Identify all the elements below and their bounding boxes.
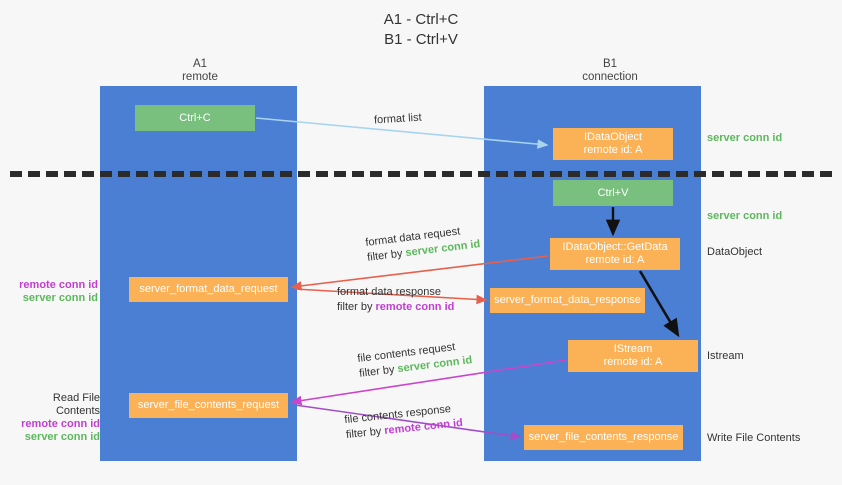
label-istream: Istream (707, 350, 744, 362)
flow-label-file-contents-request: file contents request filter by server c… (357, 338, 474, 382)
flow-label-format-data-request: format data request filter by server con… (365, 222, 482, 266)
flow-label-format-list-text: format list (373, 111, 422, 127)
label-conn-ids-format: remote conn id server conn id (8, 279, 98, 305)
label-write-file-contents: Write File Contents (707, 432, 801, 444)
title-line-1: A1 - Ctrl+C (383, 11, 459, 28)
box-server-file-contents-request[interactable]: server_file_contents_request (129, 393, 288, 418)
flow-label-file-contents-response: file contents response filter by remote … (344, 401, 464, 443)
box-server-format-data-request[interactable]: server_format_data_request (129, 277, 288, 302)
label-server-conn-id-mid: server conn id (707, 210, 783, 222)
flow-label-format-data-response-line1: format data response (337, 286, 441, 298)
label-server-conn-id-top: server conn id (707, 132, 783, 144)
box-server-file-contents-request-label: server_file_contents_request (137, 399, 280, 411)
label-dataobject: DataObject (707, 246, 763, 258)
label-server-conn-id-b: server conn id (24, 431, 100, 443)
box-server-format-data-response[interactable]: server_format_data_response (490, 288, 645, 313)
box-istream[interactable]: IStream remote id: A (568, 340, 698, 372)
box-server-file-contents-response[interactable]: server_file_contents_response (524, 425, 683, 450)
flow-label-format-data-response: format data response filter by remote co… (337, 285, 454, 315)
label-remote-conn-id-a: remote conn id (19, 279, 98, 291)
label-remote-conn-id-b: remote conn id (21, 418, 100, 430)
filter-prefix: filter by (366, 247, 407, 264)
filter-prefix: filter by (345, 425, 385, 442)
phase-separator-dashed-line (10, 171, 832, 177)
title-line-2: B1 - Ctrl+V (384, 31, 458, 48)
flow-label-format-list: format list (374, 111, 423, 129)
box-server-format-data-request-label: server_format_data_request (139, 283, 278, 295)
box-ctrl-c[interactable]: Ctrl+C (135, 105, 255, 131)
box-idataobject-line1: IDataObject (583, 131, 643, 143)
label-server-conn-id-a: server conn id (22, 292, 98, 304)
box-server-file-contents-response-label: server_file_contents_response (528, 431, 679, 443)
column-a1-role: remote (182, 71, 218, 83)
page-title: A1 - Ctrl+C B1 - Ctrl+V (0, 10, 842, 50)
filter-value-remote-conn-id: remote conn id (375, 301, 455, 313)
column-b1-name: B1 (602, 58, 618, 70)
box-ctrl-v[interactable]: Ctrl+V (553, 180, 673, 206)
label-read-file-contents: Read File Contents (52, 392, 100, 417)
box-istream-line2: remote id: A (603, 356, 663, 368)
column-header-a1: A1 remote (140, 58, 260, 84)
column-b1-role: connection (582, 71, 638, 83)
box-idataobject[interactable]: IDataObject remote id: A (553, 128, 673, 160)
box-getdata-line1: IDataObject::GetData (562, 241, 668, 253)
box-istream-line1: IStream (613, 343, 653, 355)
box-ctrl-v-label: Ctrl+V (597, 186, 629, 199)
label-read-file-contents-group: Read File Contents remote conn id server… (8, 392, 100, 444)
box-idataobject-line2: remote id: A (583, 144, 643, 156)
box-server-format-data-response-label: server_format_data_response (494, 294, 641, 306)
box-ctrl-c-label: Ctrl+C (179, 111, 211, 124)
box-getdata-line2: remote id: A (585, 254, 645, 266)
column-header-b1: B1 connection (550, 58, 670, 84)
filter-prefix: filter by (337, 301, 376, 313)
box-idataobject-getdata[interactable]: IDataObject::GetData remote id: A (550, 238, 680, 270)
column-a1-name: A1 (192, 58, 208, 70)
flow-label-format-data-response-filter: filter by remote conn id (337, 300, 454, 315)
filter-prefix: filter by (358, 363, 399, 380)
